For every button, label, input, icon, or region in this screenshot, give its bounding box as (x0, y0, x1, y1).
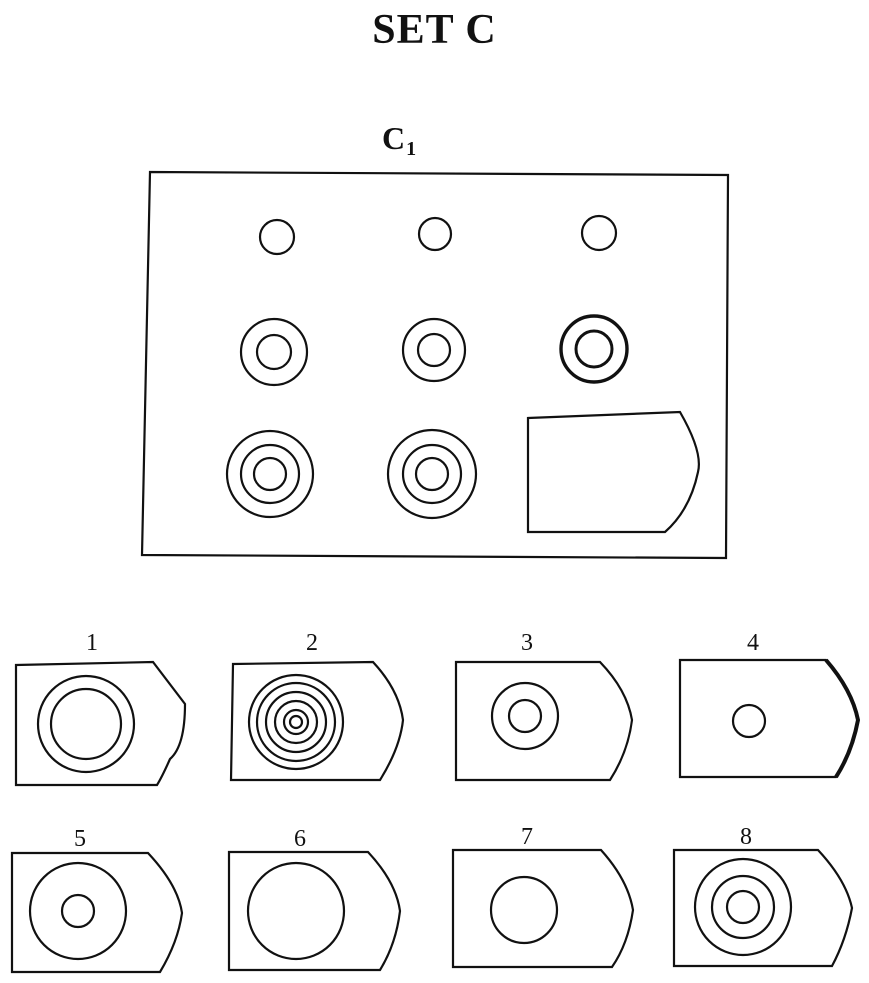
option-8-number: 8 (740, 824, 752, 850)
option-2[interactable] (229, 660, 405, 782)
matrix-cell-r1c2 (417, 216, 453, 252)
option-5-number: 5 (74, 826, 86, 852)
option-6-number: 6 (294, 826, 306, 852)
problem-label: C1 (382, 120, 416, 161)
matrix-cell-r3c1 (225, 429, 315, 519)
option-7-number: 7 (521, 824, 533, 850)
matrix-cell-r2c3 (559, 314, 629, 384)
option-4[interactable] (678, 658, 861, 779)
option-8[interactable] (672, 848, 854, 968)
problem-label-sub: 1 (406, 138, 417, 160)
matrix-cell-r1c1 (258, 218, 296, 256)
option-2-number: 2 (306, 630, 318, 656)
problem-label-main: C (382, 120, 406, 156)
matrix-cell-r3c2 (386, 428, 478, 520)
option-4-number: 4 (747, 630, 759, 656)
option-7[interactable] (451, 848, 635, 969)
matrix-cell-r1c3 (580, 214, 618, 252)
set-title: SET C (372, 7, 497, 53)
option-3[interactable] (454, 660, 634, 782)
option-3-number: 3 (521, 630, 533, 656)
matrix-cell-r2c1 (239, 317, 309, 387)
option-5[interactable] (10, 851, 184, 974)
matrix-frame (140, 170, 730, 560)
option-1-number: 1 (86, 630, 98, 656)
matrix-cell-r2c2 (401, 317, 467, 383)
missing-piece-slot (526, 410, 700, 534)
option-6[interactable] (227, 850, 402, 972)
option-1[interactable] (14, 660, 187, 787)
